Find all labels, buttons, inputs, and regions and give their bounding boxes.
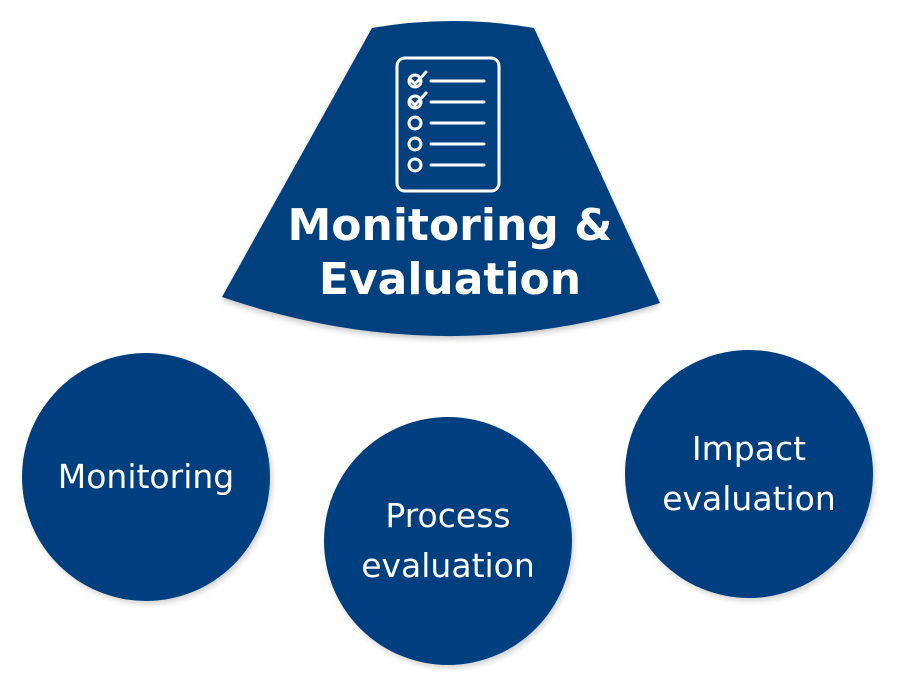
impact-evaluation-label-line-1: Impact — [691, 429, 807, 468]
header-title-line-2: Evaluation — [318, 254, 582, 305]
monitoring-label: Monitoring — [57, 457, 235, 496]
monitoring-circle: Monitoring — [22, 353, 270, 601]
header-title-line-1: Monitoring & — [287, 200, 613, 251]
impact-evaluation-label-line-2: evaluation — [662, 479, 836, 518]
header-sector-shape — [222, 21, 660, 337]
process-evaluation-circle: Process evaluation — [324, 417, 572, 665]
process-evaluation-label-line-2: evaluation — [361, 546, 535, 585]
impact-evaluation-circle: Impact evaluation — [625, 350, 873, 598]
checklist-icon — [395, 56, 501, 193]
process-evaluation-label-line-1: Process — [385, 496, 511, 535]
